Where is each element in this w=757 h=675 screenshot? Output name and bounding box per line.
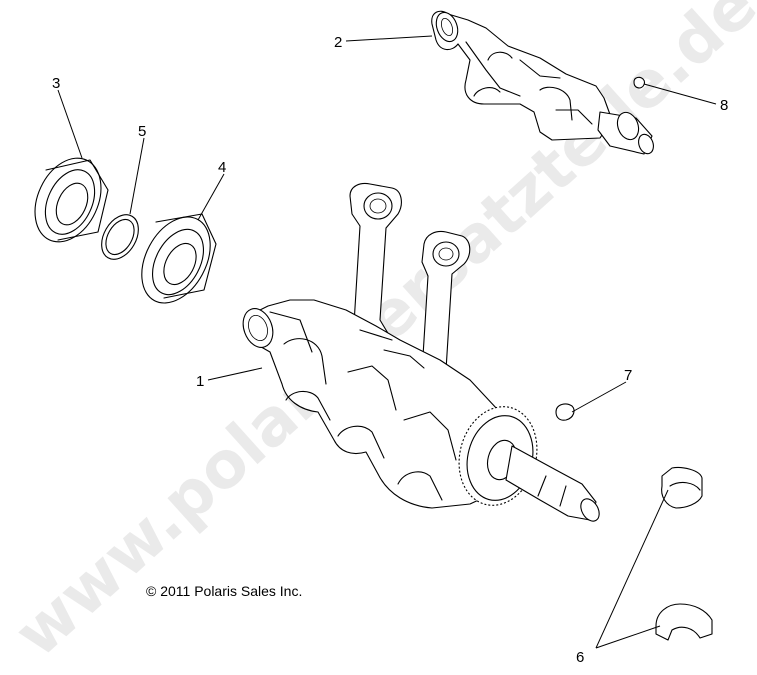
callout-1: 1	[196, 373, 204, 390]
part-bearing-shells	[655, 466, 713, 641]
callout-5: 5	[138, 123, 146, 140]
callout-4: 4	[218, 159, 226, 176]
part-ring-5	[101, 214, 139, 260]
part-balance-shaft	[431, 10, 654, 155]
part-key-7	[555, 403, 575, 421]
callout-7: 7	[624, 367, 632, 384]
part-bearing-3	[34, 157, 109, 243]
copyright-notice: © 2011 Polaris Sales Inc.	[146, 583, 302, 599]
part-key-8	[633, 76, 645, 89]
callout-8: 8	[720, 97, 728, 114]
callout-3: 3	[52, 75, 60, 92]
part-bearing-4	[141, 213, 217, 304]
callout-2: 2	[334, 34, 342, 51]
callout-6: 6	[576, 649, 584, 666]
part-crankshaft	[242, 182, 600, 522]
